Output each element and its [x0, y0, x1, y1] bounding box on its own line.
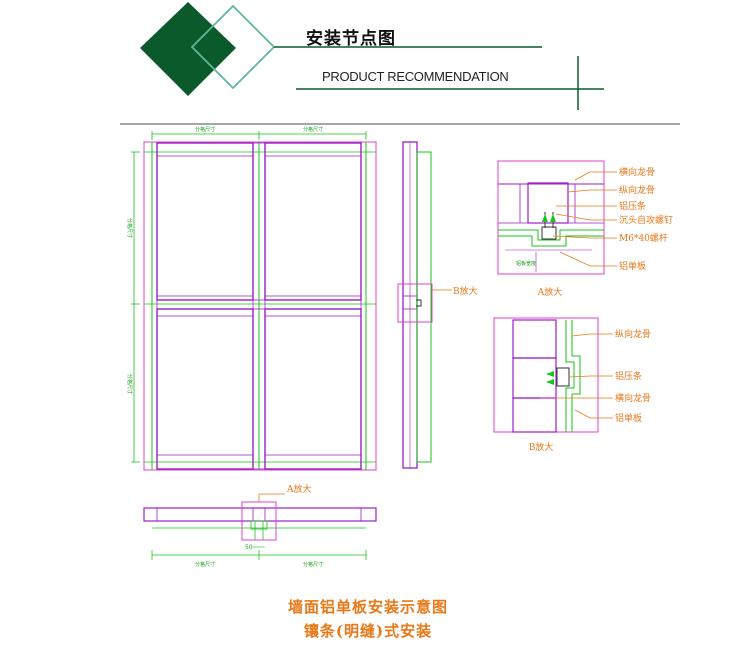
detail-a-leaders: [552, 171, 617, 267]
detail-a-label-5: M6*40螺杆: [619, 232, 668, 244]
drawing-caption-line1: 墙面铝单板安装示意图: [287, 598, 448, 616]
front-elevation: [131, 131, 377, 471]
dim-label-top-right: 分格尺寸: [303, 126, 323, 133]
detail-a-label-4: 沉头自攻螺钉: [619, 214, 673, 226]
header-title-en: PRODUCT RECOMMENDATION: [322, 69, 509, 84]
detail-b-caption: B放大: [529, 441, 554, 453]
dim-label-top-left: 分格尺寸: [195, 126, 215, 133]
detail-a: [497, 160, 605, 275]
callout-a-label: A放大: [286, 483, 312, 495]
logo-diamond-icon: [140, 2, 276, 96]
detail-a-bottom-label: 铝板宽度: [516, 260, 536, 267]
detail-a-label-3: 铝压条: [619, 200, 646, 212]
detail-a-label-6: 铝单板: [619, 260, 646, 272]
detail-a-label-1: 横向龙骨: [619, 166, 655, 178]
dim-label-left-lower: 分格尺寸: [126, 374, 133, 394]
dim-label-bottom-right: 分格尺寸: [303, 561, 323, 568]
detail-b-label-1: 纵向龙骨: [615, 328, 651, 340]
dim-small-label: 50: [245, 544, 253, 551]
dim-label-left-upper: 分格尺寸: [126, 218, 133, 238]
detail-a-bolt-icon: [542, 214, 556, 222]
callout-b-label: B放大: [453, 285, 478, 297]
detail-b-label-2: 铝压条: [615, 370, 642, 382]
side-section: [397, 141, 452, 469]
detail-a-label-2: 纵向龙骨: [619, 184, 655, 196]
header-title-cn: 安装节点图: [306, 29, 396, 49]
detail-b-label-3: 横向龙骨: [615, 392, 651, 404]
detail-b: [493, 317, 599, 433]
detail-a-caption: A放大: [537, 286, 563, 298]
detail-b-leaders: [556, 333, 613, 419]
detail-b-label-4: 铝单板: [615, 412, 642, 424]
plan-section: [143, 493, 377, 560]
dim-label-bottom-left: 分格尺寸: [195, 561, 215, 568]
detail-b-bolt-icon: [546, 371, 554, 385]
drawing-caption-line2: 镶条(明缝)式安装: [303, 622, 433, 640]
